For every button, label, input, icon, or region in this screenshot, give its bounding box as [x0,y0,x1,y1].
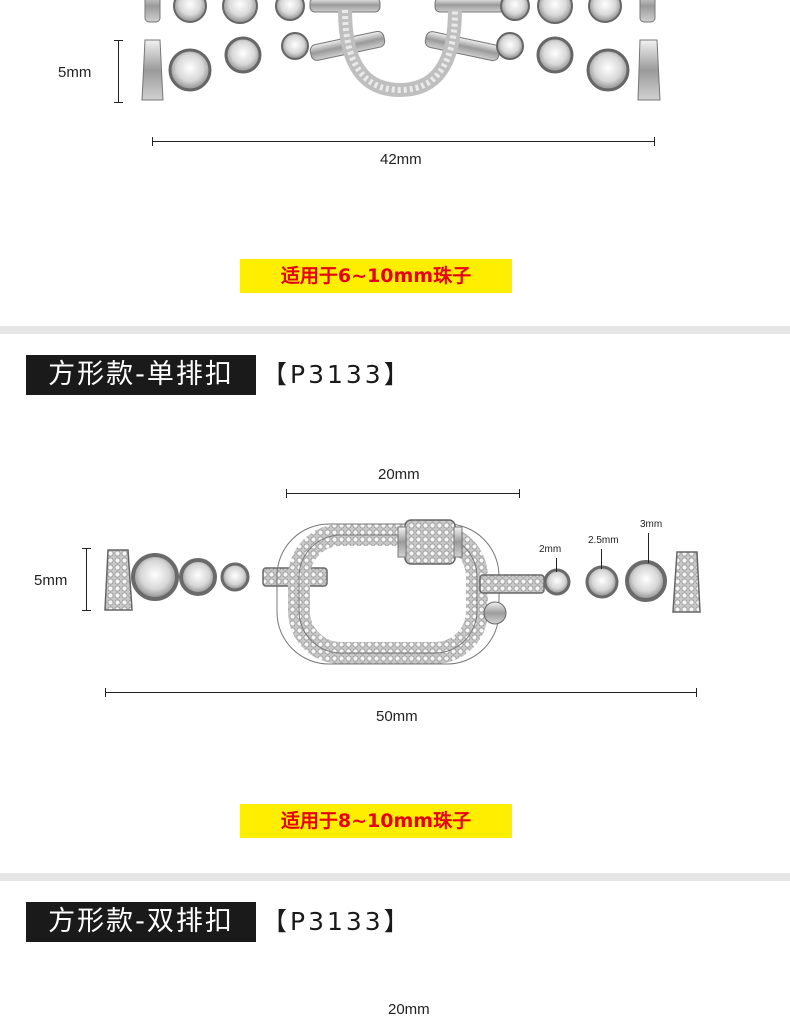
fit-label-badge: 适用于6~10mm珠子 [240,259,512,293]
stone-size-large-line [648,533,649,563]
dim-top-line [286,493,520,494]
dim-width-line [152,141,655,142]
section-title: 方形款-双排扣 [26,902,256,942]
double-row-clasp-image [141,0,661,101]
stone-size-mid-line [601,549,602,569]
dim-tick-right [519,489,520,498]
dim-height-line [86,548,87,610]
dim-width-label: 42mm [380,151,422,168]
section-divider [0,326,790,334]
stone-size-small-label: 2mm [539,544,562,555]
dim-top-label: 20mm [388,1001,430,1018]
product-code: 【P3133】 [262,907,412,936]
stone-size-mid-label: 2.5mm [588,535,619,546]
dim-height-label: 5mm [58,64,92,81]
dim-height-label: 5mm [34,572,68,589]
dim-tick-bottom [114,102,123,103]
dim-top-label: 20mm [378,466,420,483]
stone-size-small-line [556,558,557,572]
single-row-clasp-image [104,519,701,665]
dim-tick-right [654,137,655,146]
dim-width-line [105,692,697,693]
dim-width-label: 50mm [376,708,418,725]
dim-tick-bottom [82,610,91,611]
dim-tick-right [696,688,697,697]
section-title: 方形款-单排扣 [26,355,256,395]
stone-size-large-label: 3mm [640,519,663,530]
section-divider [0,873,790,881]
dim-height-line [118,40,119,102]
fit-label-badge: 适用于8~10mm珠子 [240,804,512,838]
product-code: 【P3133】 [262,360,412,389]
